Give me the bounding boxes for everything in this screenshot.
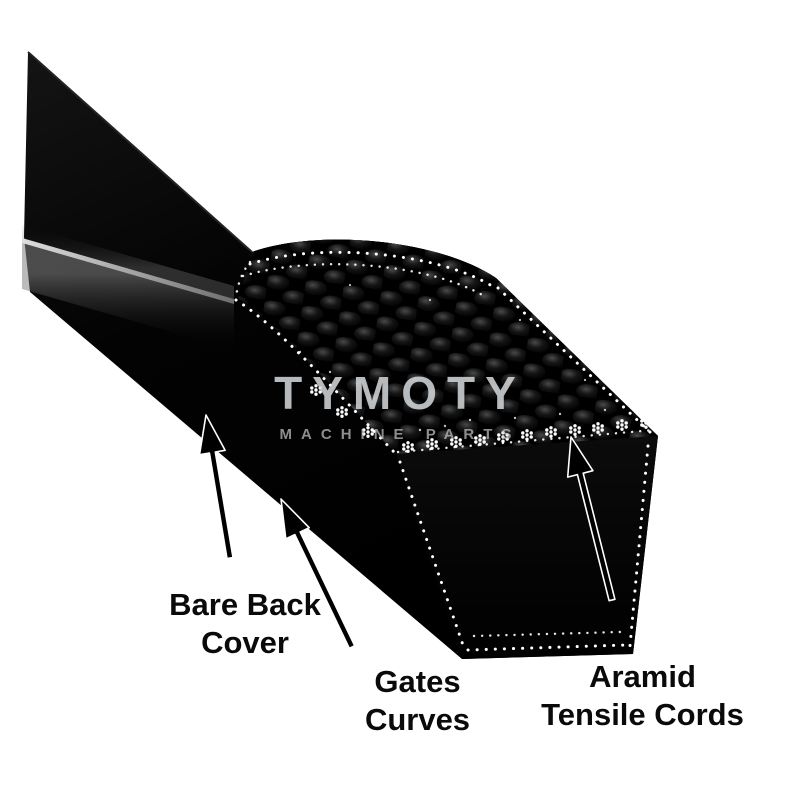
texture-specks xyxy=(298,283,607,432)
arrow-to-gates-curves xyxy=(280,498,356,650)
label-line: Aramid xyxy=(589,659,696,694)
belt-top-edge xyxy=(27,51,253,253)
label-line: Gates xyxy=(374,664,461,699)
label-line: Curves xyxy=(364,702,471,737)
label-line: Cover xyxy=(201,625,289,660)
arrow-to-aramid-cords xyxy=(566,436,616,602)
stitch-lines xyxy=(234,250,656,652)
belt-back-highlight xyxy=(22,225,234,350)
belt-cut-face xyxy=(396,436,658,659)
arrow-to-bare-back-cover xyxy=(198,414,234,560)
label-gates-curves: Gates Curves xyxy=(320,663,515,739)
label-bare-back-cover: Bare Back Cover xyxy=(130,586,360,662)
label-line: Bare Back xyxy=(169,587,321,622)
label-line: Tensile Cords xyxy=(541,697,744,732)
texture-bumps xyxy=(238,239,658,454)
label-aramid-tensile-cords: Aramid Tensile Cords xyxy=(500,658,785,734)
annotation-arrows xyxy=(198,414,616,650)
aramid-cords xyxy=(298,283,652,453)
belt-top-texture xyxy=(238,239,658,454)
